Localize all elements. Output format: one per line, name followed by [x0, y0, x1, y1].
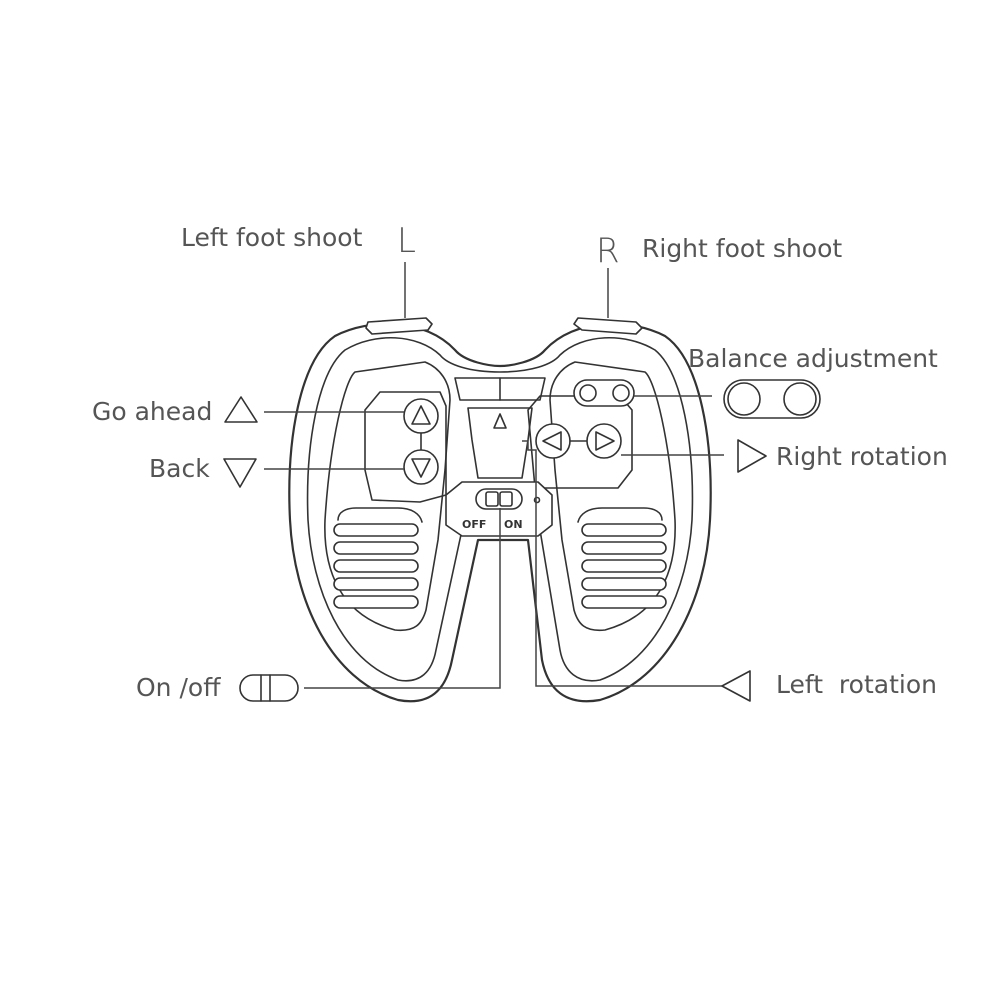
power-led [533, 496, 541, 504]
right-grip-cavity [549, 361, 676, 632]
left-rib-3 [333, 559, 419, 573]
left-rib-1 [333, 523, 419, 537]
balance-trim-button[interactable] [573, 379, 635, 407]
left-rib-2 [333, 541, 419, 555]
balance-legend-icon [723, 379, 821, 419]
left-grip-ribs [333, 507, 423, 609]
on-off-legend-icon [239, 674, 299, 702]
right-rib-4 [581, 577, 667, 591]
top-bridge [454, 377, 546, 401]
left-rotation-legend-icon [721, 670, 751, 702]
right-rotation-label: Right rotation [776, 442, 948, 471]
center-panel [467, 407, 533, 479]
right-rib-2 [581, 541, 667, 555]
right-letter-r: R [596, 231, 620, 271]
left-rib-5 [333, 595, 419, 609]
switch-off-label: OFF [462, 518, 486, 531]
forward-button[interactable] [403, 398, 439, 434]
power-switch[interactable] [475, 488, 523, 510]
right-rib-3 [581, 559, 667, 573]
balance-adjustment-label: Balance adjustment [688, 344, 938, 373]
rotate-left-button[interactable] [535, 423, 571, 459]
left-rib-cap [337, 507, 423, 523]
right-pad-frame [527, 395, 633, 489]
right-rib-5 [581, 595, 667, 609]
right-grip-ribs [577, 507, 667, 609]
switch-on-label: ON [504, 518, 523, 531]
left-letter-l: L [397, 221, 416, 261]
right-foot-shoot-label: Right foot shoot [642, 234, 842, 263]
right-rib-cap [577, 507, 663, 523]
controller-outer-shell [288, 322, 712, 703]
on-off-label: On /off [136, 673, 221, 702]
back-label: Back [149, 454, 210, 483]
go-ahead-label: Go ahead [92, 397, 212, 426]
right-rib-1 [581, 523, 667, 537]
left-rib-4 [333, 577, 419, 591]
right-shoulder-button[interactable] [573, 317, 643, 335]
left-foot-shoot-label: Left foot shoot [181, 223, 363, 252]
left-rotation-label: Left rotation [776, 670, 937, 699]
left-grip-cavity [324, 361, 451, 632]
left-rotation-callout-line [522, 440, 722, 687]
go-ahead-legend-icon [224, 396, 258, 423]
on-off-callout-line [304, 508, 501, 689]
rotate-right-button[interactable] [586, 423, 622, 459]
backward-button[interactable] [403, 449, 439, 485]
left-shoulder-button[interactable] [365, 317, 433, 335]
right-rotation-legend-icon [737, 439, 767, 473]
center-triangle-icon [493, 413, 507, 429]
controller-inner-shell [306, 336, 694, 682]
back-legend-icon [223, 458, 257, 488]
